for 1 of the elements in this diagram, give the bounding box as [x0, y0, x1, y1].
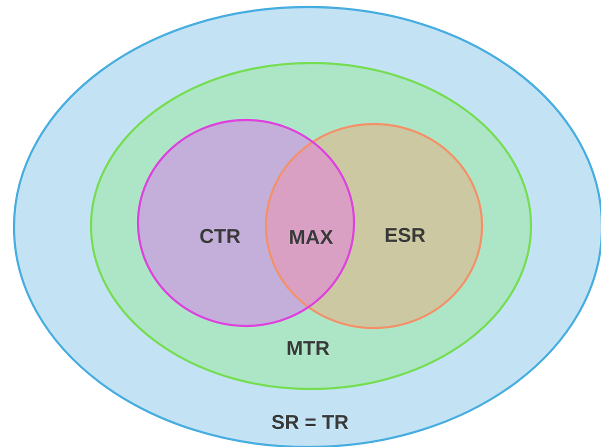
- region-label: MAX: [290, 230, 334, 244]
